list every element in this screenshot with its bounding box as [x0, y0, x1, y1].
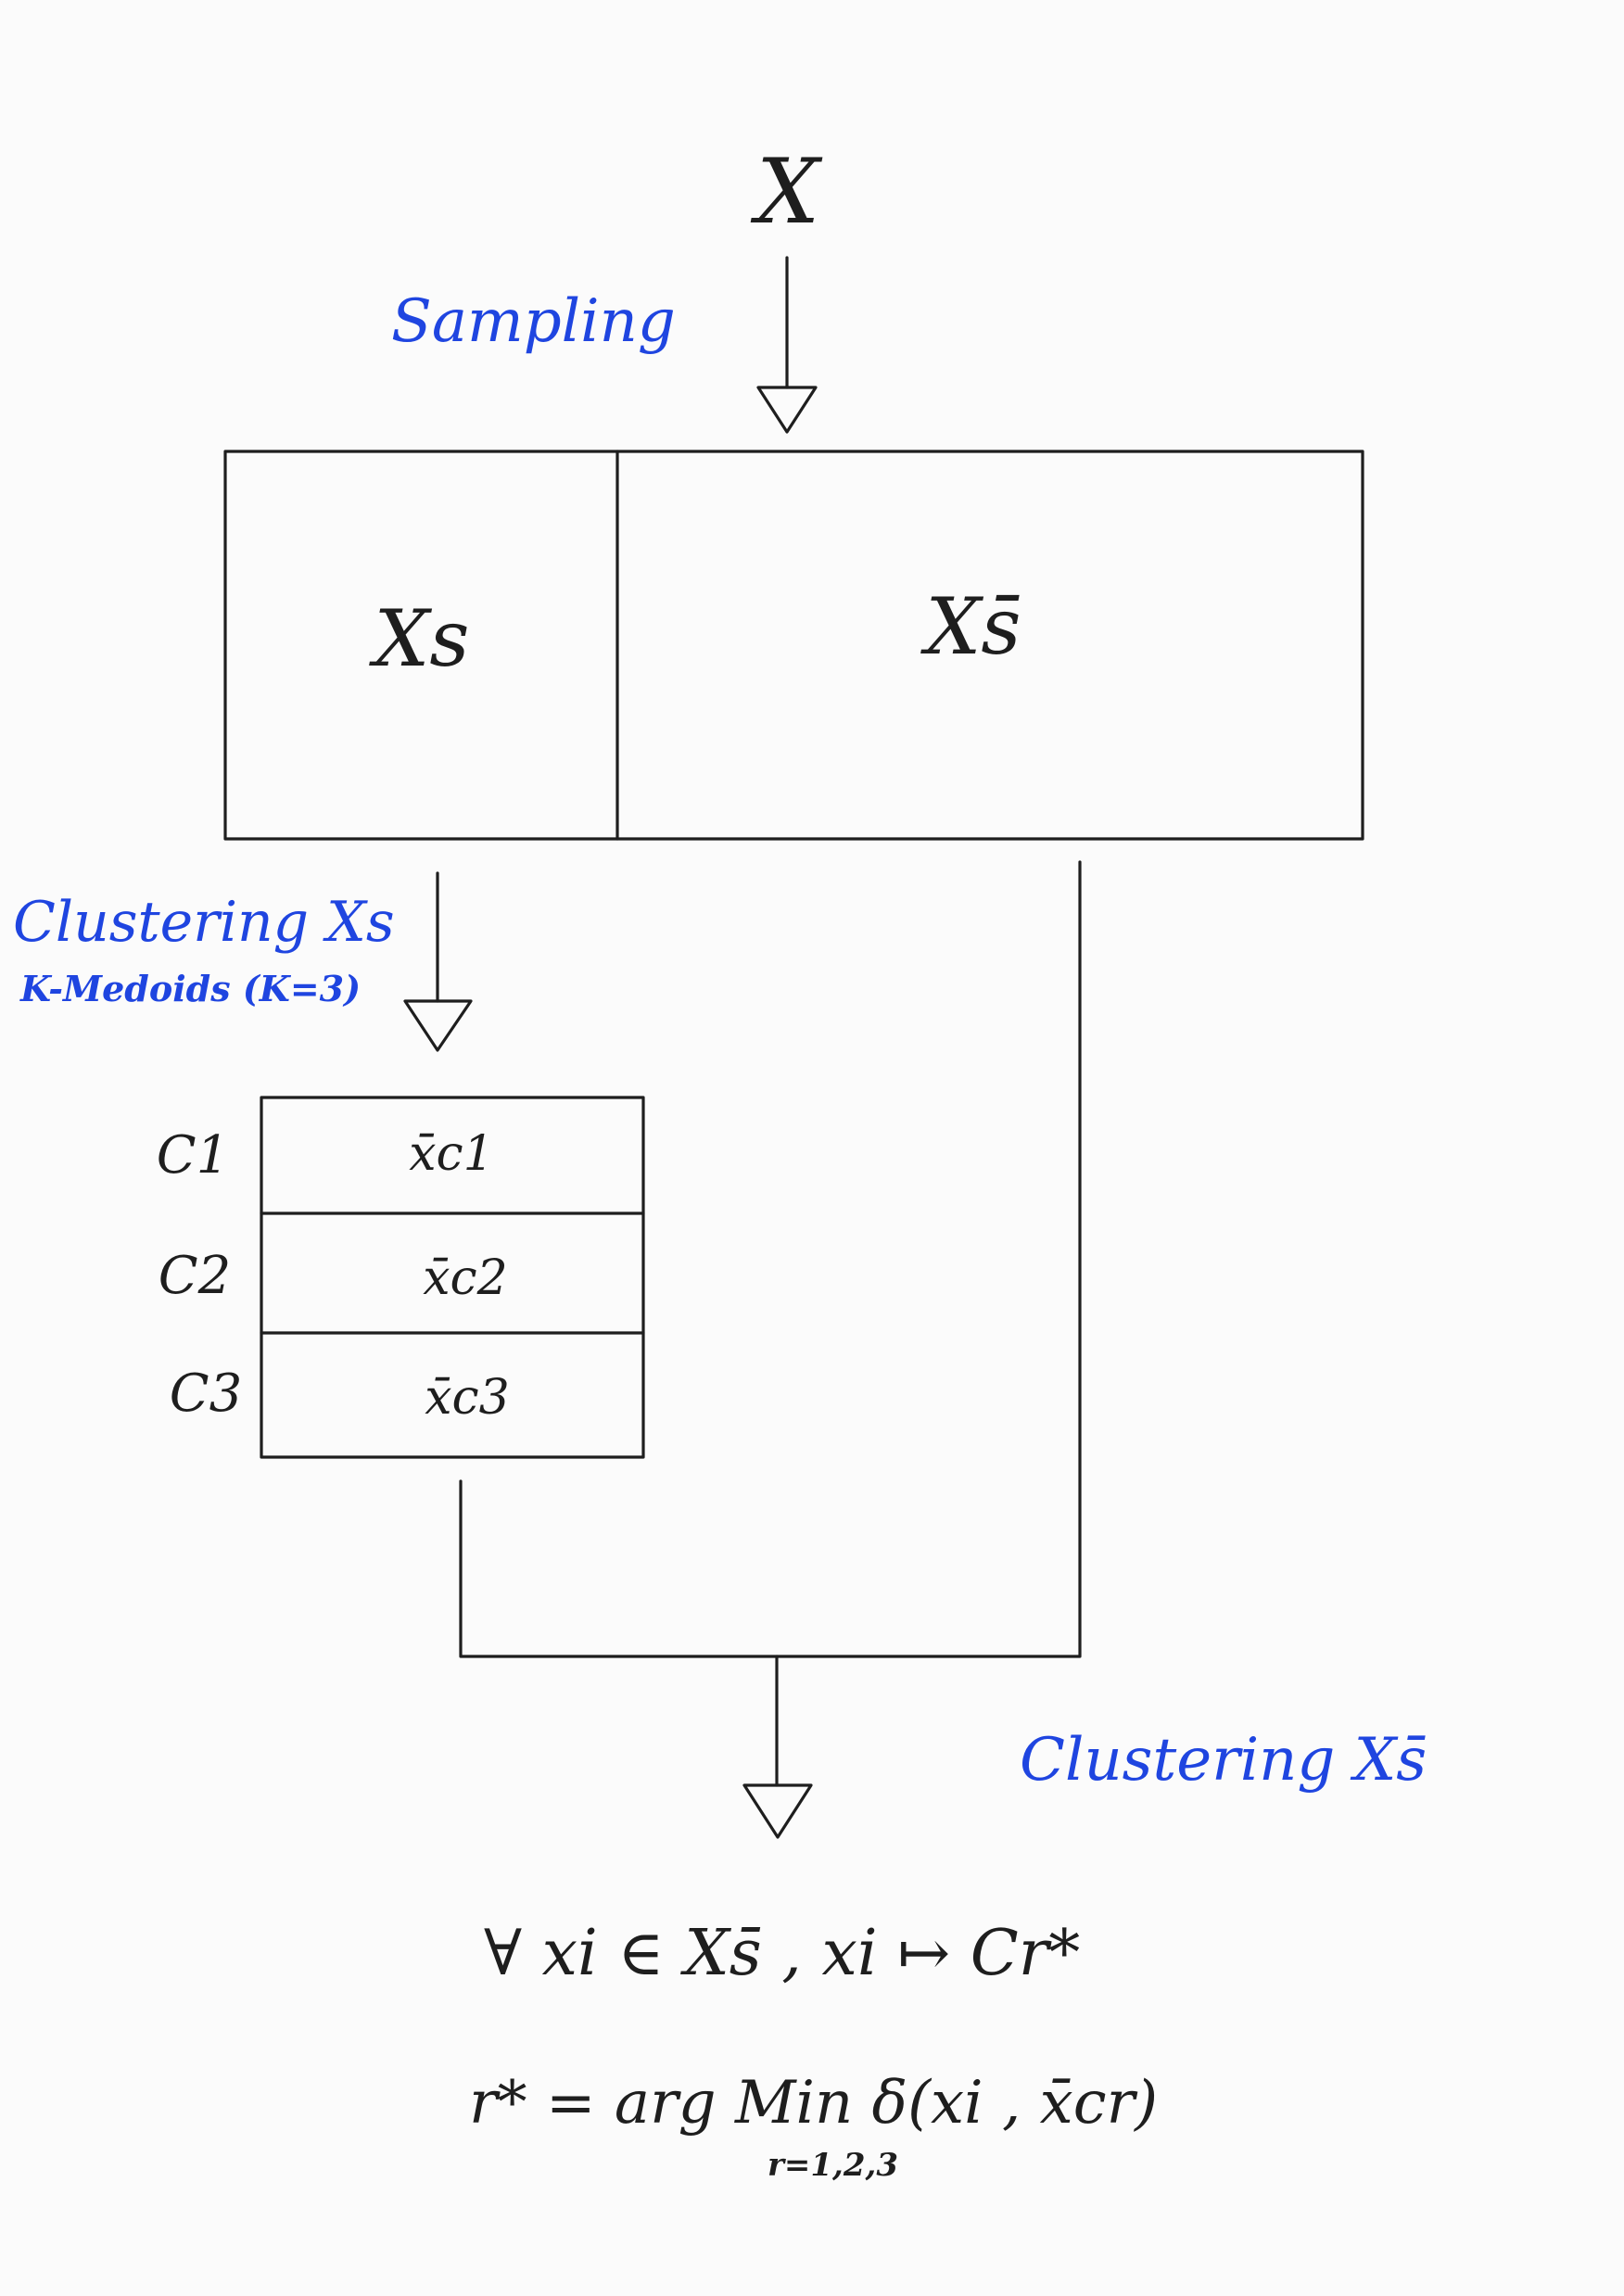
cluster-medoid-2: x̄c2 — [423, 1250, 508, 1306]
sample-part-label: Xs — [369, 593, 470, 684]
formula-argmin-range: r=1,2,3 — [768, 2147, 898, 2184]
cluster-name-3: C3 — [170, 1364, 242, 1424]
arrow-head-merge — [742, 1783, 813, 1839]
cluster-medoid-3: x̄c3 — [425, 1370, 510, 1426]
cluster-name-1: C1 — [157, 1125, 229, 1186]
rest-part-label: Xs̄ — [920, 581, 1021, 672]
cluster-table — [260, 1096, 645, 1459]
arrow-head-sample — [403, 999, 473, 1052]
dataset-box — [223, 450, 1364, 841]
sampling-label: Sampling — [391, 287, 676, 356]
cluster-medoid-1: x̄c1 — [409, 1126, 494, 1182]
merge-connector — [459, 860, 1082, 1658]
formula-argmin: r* = arg Min δ(xi , x̄cr) — [469, 2069, 1158, 2137]
method-label: K-Medoids (K=3) — [19, 968, 361, 1009]
input-label: X — [750, 140, 823, 244]
cluster-name-2: C2 — [159, 1246, 231, 1306]
clustering-rest-label: Clustering Xs̄ — [1020, 1726, 1427, 1795]
clustering-sample-label: Clustering Xs — [13, 890, 395, 955]
formula-assignment: ∀ xi ∈ Xs̄ , xi ↦ Cr* — [484, 1917, 1080, 1990]
arrow-head-input — [756, 386, 818, 434]
